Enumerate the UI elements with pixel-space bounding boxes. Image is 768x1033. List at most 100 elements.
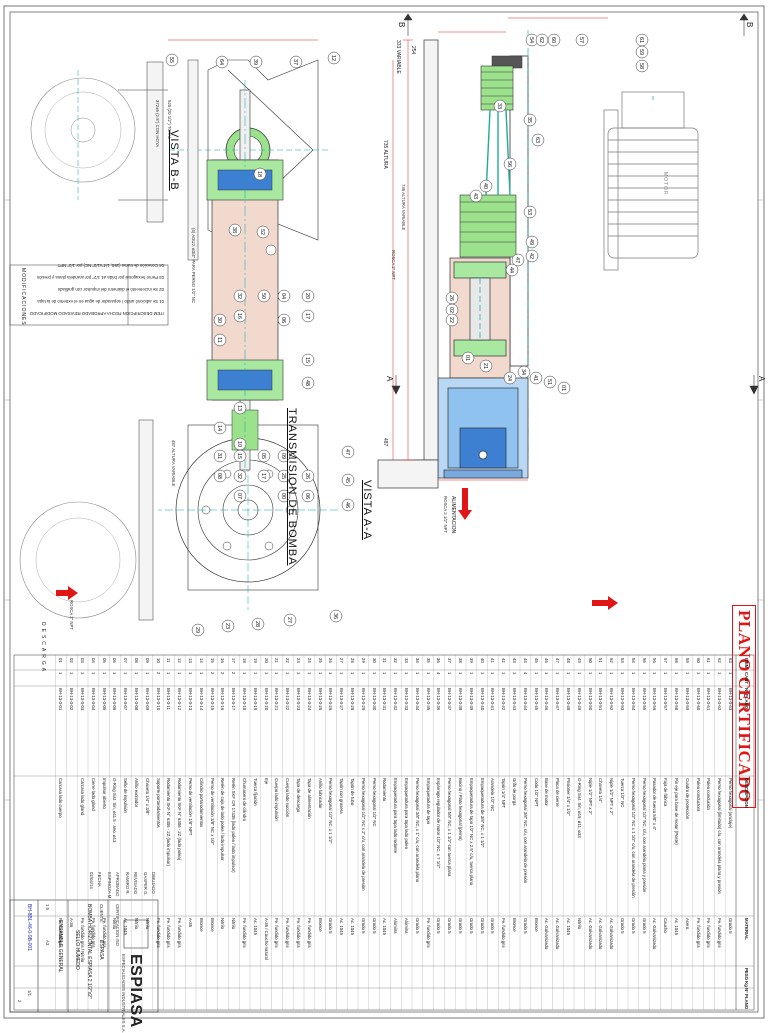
- bom-description: Perno hexagonal 1/2" NC, x 1 1/2": [328, 778, 334, 844]
- zone-ticks: [4, 199, 764, 801]
- bom-description: Perno de ventilación 3/8" NC x 1/2": [209, 778, 215, 846]
- bom-item: 27: [339, 658, 345, 663]
- bom-plan-no: BH-13-0-55: [641, 688, 647, 711]
- balloon-number: 33: [496, 103, 502, 109]
- bom-plan-no: BH-13-0-56: [652, 688, 658, 711]
- bom-qty: 1: [58, 672, 64, 675]
- bom-qty: 1: [285, 672, 291, 675]
- balloon-callout: 46: [341, 498, 355, 512]
- bom-qty: 1: [274, 672, 280, 675]
- bom-item: 46: [544, 658, 550, 663]
- bom-qty: 4: [522, 672, 528, 675]
- balloon-number: 32: [236, 293, 242, 299]
- balloon-number: 01: [560, 385, 566, 391]
- dimension-lines: [392, 17, 608, 481]
- bom-item: 50: [587, 658, 593, 663]
- balloon-callout: 48: [301, 376, 315, 390]
- bom-material: Grado 5: [458, 918, 463, 934]
- bom-qty: 1: [706, 672, 712, 675]
- bom-material: Grado 5: [620, 918, 625, 934]
- bom-material: Ac. Galvanizado: [652, 918, 658, 950]
- bom-qty: 1: [382, 672, 388, 675]
- bom-qty: 1: [674, 672, 679, 675]
- checked-by: RAMIRO R.: [125, 872, 130, 895]
- bom-item: 62: [717, 658, 723, 663]
- bom-plan-no: BH-13-0-16: [220, 688, 226, 711]
- bom-material: Bronce: [317, 918, 323, 932]
- bom-description: Perno hexagonal 1/2" NC: [371, 778, 377, 827]
- bom-qty: 1: [641, 672, 647, 675]
- balloon-number: 43: [472, 193, 478, 199]
- balloon-callout: 59: [635, 45, 649, 59]
- bom-material: A-36: [188, 918, 193, 928]
- bom-item: 54: [630, 658, 636, 663]
- bom-plan-no: BH-13-0-03: [80, 688, 85, 711]
- bom-description: Empaquetadura de 3/8" NC, x 1 1/2": [479, 778, 485, 848]
- balloon-number: 37: [292, 59, 298, 65]
- balloon-callout: 08: [213, 469, 227, 483]
- bom-qty: 1: [544, 672, 550, 675]
- bom-description: Perno hexagonal 1/2" NC x 1 1/2" c/u, co…: [630, 778, 636, 898]
- bom-item: 01: [58, 658, 64, 663]
- bom-material: Fe. fundido gris: [717, 918, 723, 948]
- bom-item: 14: [198, 658, 204, 663]
- bom-material: Fe. fundido gris: [695, 918, 701, 948]
- bom-material: Ac. Galvanizado: [555, 918, 561, 950]
- balloon-number: 41: [532, 375, 538, 381]
- bom-plan-no: BH-13-0-51: [598, 688, 604, 711]
- bom-plan-no: BH-13-0-01: [58, 688, 64, 711]
- bom-item: 56: [652, 658, 658, 663]
- balloon-callout: 47: [341, 445, 355, 459]
- bom-material: Grado 5: [728, 918, 733, 934]
- bom-material: Grado 5: [371, 918, 377, 934]
- balloon-number: 42: [528, 253, 534, 259]
- balloon-number: 29: [194, 627, 200, 633]
- balloon-number: 06: [280, 317, 286, 323]
- bom-description: Rodamiento SKF N° 6306 - 2Z (lado polea): [177, 778, 183, 861]
- bom-plan-no: BH-13-0-62: [717, 688, 723, 711]
- bom-item: 13: [188, 658, 193, 663]
- balloon-callout: 28: [251, 617, 265, 631]
- bom-description: Rodamiento: [382, 778, 388, 802]
- bom-material: Ac. 1045: [123, 918, 129, 935]
- balloon-number: 52: [259, 229, 265, 235]
- balloon-callout: 34: [517, 365, 531, 379]
- dim-vertical-1: 372±5 (2.5") CON HOYA: [155, 100, 160, 148]
- bom-description: Eje: [263, 778, 269, 785]
- bom-plan-no: BH-13-0-50: [587, 688, 593, 711]
- assembly-title: ENSAMBLE GENERAL: [57, 920, 63, 973]
- bom-description: Retén de caja de lado polea / lado impul…: [220, 778, 226, 861]
- bom-plan-no: BH-13-0-11: [166, 688, 172, 710]
- bom-material: Fe. fundido gris: [425, 918, 431, 948]
- bom-material: Nitrilo: [576, 918, 582, 929]
- section-mark-a-top: A: [757, 376, 766, 382]
- section-mark-b-bottom: B: [397, 22, 406, 28]
- bom-material: Acero: [684, 918, 690, 930]
- bom-item: 42: [501, 658, 507, 663]
- rosca-top-note: ROSCA 2" NPT: [391, 250, 396, 280]
- bom-material: Grado 5: [414, 918, 420, 934]
- bom-description: Carcasa lado cuerpo: [58, 778, 64, 818]
- balloon-callout: 44: [505, 263, 519, 277]
- balloon-callout: 56: [503, 157, 517, 171]
- bom-qty: 1: [123, 672, 129, 675]
- bom-description: O-Ring Sist. Sin, ø11.5 - ano. ø13: [112, 778, 118, 843]
- balloon-number: 40: [482, 183, 488, 189]
- bom-material: Alúmina: [393, 918, 399, 934]
- bom-plan-no: BH-13-0-59: [684, 688, 690, 711]
- bom-material: Nitrilo: [220, 918, 226, 929]
- aa-discharge-arrow-icon: [56, 586, 78, 600]
- bom-description: Polea conductora: [695, 778, 701, 812]
- bom-item: 17: [231, 658, 237, 663]
- bom-item: 60: [695, 658, 701, 663]
